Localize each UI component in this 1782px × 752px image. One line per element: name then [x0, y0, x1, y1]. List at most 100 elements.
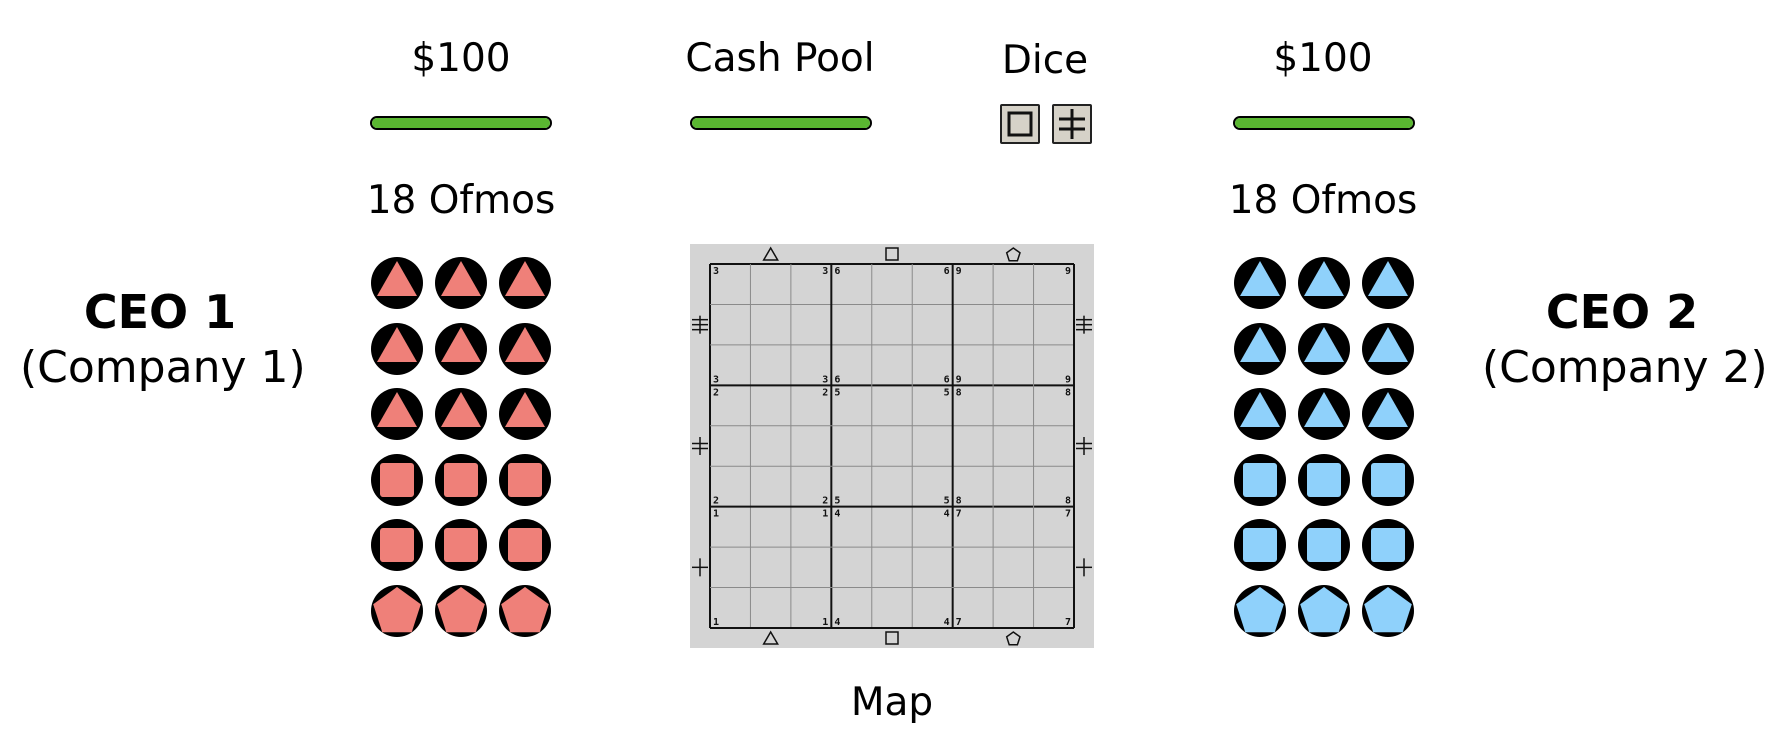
triangle-marker-icon — [762, 630, 779, 645]
map-block-number: 3 — [822, 266, 828, 277]
dice-label: Dice — [1001, 38, 1089, 83]
player2-triangle-token-icon[interactable] — [1361, 322, 1415, 376]
player1-triangle-token-icon[interactable] — [370, 387, 424, 441]
player1-triangle-token-icon[interactable] — [498, 387, 552, 441]
player2-triangle-token-icon[interactable] — [1297, 256, 1351, 310]
cross-icon — [692, 558, 708, 577]
player1-triangle-token-icon[interactable] — [434, 322, 488, 376]
player1-triangle-token-icon[interactable] — [370, 256, 424, 310]
map-block-number: 6 — [834, 266, 840, 277]
map-block-number: 4 — [944, 509, 950, 520]
player1-cash-bar — [370, 116, 552, 130]
map-block-number: 8 — [1065, 387, 1071, 398]
cash-pool-bar-fill — [692, 118, 870, 128]
player1-triangle-token-icon[interactable] — [434, 256, 488, 310]
map-block-number: 4 — [944, 617, 950, 628]
map-block-number: 9 — [1065, 266, 1071, 277]
map-block-number: 8 — [1065, 496, 1071, 507]
map-block-number: 1 — [713, 509, 719, 520]
map-block-number: 6 — [944, 374, 950, 385]
cross-icon — [1076, 558, 1092, 577]
map-block-number: 2 — [713, 387, 719, 398]
player1-cash-bar-fill — [372, 118, 550, 128]
map-block-number: 6 — [944, 266, 950, 277]
pentagon-marker-icon — [1005, 247, 1021, 262]
player2-pentagon-token-icon[interactable] — [1361, 584, 1415, 638]
map-block-number: 3 — [713, 374, 719, 385]
player1-square-token-icon[interactable] — [434, 518, 488, 572]
player2-triangle-token-icon[interactable] — [1233, 387, 1287, 441]
player1-cash: $100 — [411, 36, 511, 81]
player2-company-name: (Company 2) — [1482, 342, 1768, 393]
double-bar-cross-icon — [1076, 437, 1092, 455]
map-block-number: 5 — [944, 387, 950, 398]
player1-square-token-icon[interactable] — [498, 453, 552, 507]
map-block-number: 5 — [834, 496, 840, 507]
map-background — [690, 244, 1094, 648]
player2-square-token-icon[interactable] — [1297, 518, 1351, 572]
map-block-number: 5 — [834, 387, 840, 398]
map-block-number: 1 — [822, 509, 828, 520]
player1-pentagon-token-icon[interactable] — [498, 584, 552, 638]
map-block-number: 1 — [713, 617, 719, 628]
map-block-number: 1 — [822, 617, 828, 628]
player1-square-token-icon[interactable] — [498, 518, 552, 572]
player2-cash: $100 — [1273, 36, 1373, 81]
player2-triangle-token-icon[interactable] — [1233, 256, 1287, 310]
map-block-number: 2 — [822, 387, 828, 398]
map-block-number: 7 — [1065, 617, 1071, 628]
double-bar-cross-icon — [692, 437, 708, 455]
player1-triangle-token-icon[interactable] — [370, 322, 424, 376]
player1-square-token-icon[interactable] — [434, 453, 488, 507]
map-block-number: 7 — [956, 509, 962, 520]
cash-pool-bar — [690, 116, 872, 130]
player1-pentagon-token-icon[interactable] — [370, 584, 424, 638]
map-block-number: 7 — [956, 617, 962, 628]
map-block-number: 7 — [1065, 509, 1071, 520]
player2-square-token-icon[interactable] — [1361, 453, 1415, 507]
player1-company-name: (Company 1) — [20, 342, 306, 393]
map-block-number: 9 — [1065, 374, 1071, 385]
player2-triangle-token-icon[interactable] — [1297, 387, 1351, 441]
player1-triangle-token-icon[interactable] — [434, 387, 488, 441]
player2-cash-bar-fill — [1235, 118, 1413, 128]
map-block-number: 4 — [834, 509, 840, 520]
pentagon-marker-icon — [1005, 631, 1021, 646]
map-block-number: 5 — [944, 496, 950, 507]
player1-triangle-token-icon[interactable] — [498, 322, 552, 376]
player1-square-token-icon[interactable] — [370, 453, 424, 507]
map-block-number: 8 — [956, 387, 962, 398]
player2-square-token-icon[interactable] — [1297, 453, 1351, 507]
player2-triangle-token-icon[interactable] — [1297, 322, 1351, 376]
square-symbol-icon — [1007, 111, 1033, 137]
player1-triangle-token-icon[interactable] — [498, 256, 552, 310]
map-block-number: 9 — [956, 374, 962, 385]
player2-square-token-icon[interactable] — [1233, 453, 1287, 507]
player2-triangle-token-icon[interactable] — [1233, 322, 1287, 376]
player2-triangle-token-icon[interactable] — [1361, 256, 1415, 310]
cash-pool-label: Cash Pool — [685, 36, 875, 81]
map-block-number: 6 — [834, 374, 840, 385]
die-1[interactable] — [1000, 104, 1040, 144]
square-marker-icon — [885, 247, 899, 261]
triple-bar-cross-icon — [692, 315, 708, 334]
map-block-number: 3 — [822, 374, 828, 385]
die-2[interactable] — [1052, 104, 1092, 144]
player2-ceo-name: CEO 2 — [1545, 285, 1699, 339]
player2-square-token-icon[interactable] — [1233, 518, 1287, 572]
triangle-marker-icon — [762, 246, 779, 261]
map-block-number: 8 — [956, 496, 962, 507]
map-block-number: 4 — [834, 617, 840, 628]
player1-ofmos-count: 18 Ofmos — [366, 178, 556, 223]
player2-square-token-icon[interactable] — [1361, 518, 1415, 572]
map-label: Map — [850, 680, 934, 725]
player1-square-token-icon[interactable] — [370, 518, 424, 572]
player2-pentagon-token-icon[interactable] — [1297, 584, 1351, 638]
map-markers — [692, 246, 1092, 646]
player2-pentagon-token-icon[interactable] — [1233, 584, 1287, 638]
player1-pentagon-token-icon[interactable] — [434, 584, 488, 638]
player2-triangle-token-icon[interactable] — [1361, 387, 1415, 441]
triple-bar-cross-icon — [1076, 315, 1092, 334]
